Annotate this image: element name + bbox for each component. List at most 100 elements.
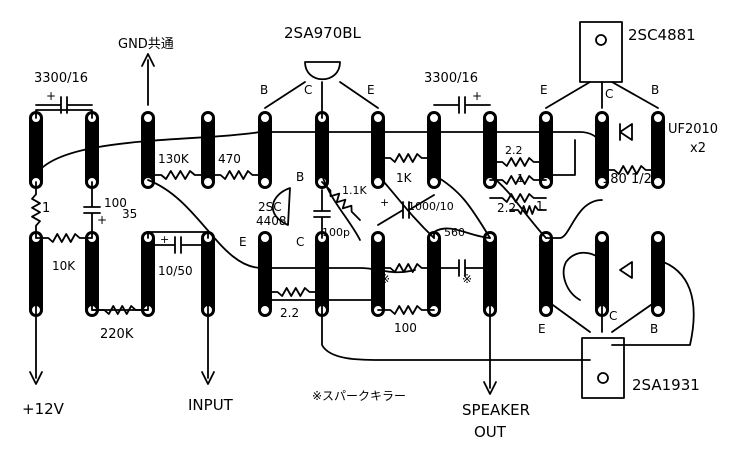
capacitor-3300-right	[433, 96, 491, 114]
terminal-strip	[85, 231, 99, 317]
terminal-hole	[596, 112, 608, 124]
terminal-hole	[372, 232, 384, 244]
terminal-strip	[29, 231, 43, 317]
speaker-label: SPEAKER	[462, 401, 530, 419]
wire	[433, 174, 491, 239]
gnd-arrow	[141, 53, 155, 67]
terminal-hole	[428, 176, 440, 188]
resistor-130k	[147, 170, 209, 180]
terminal-hole	[652, 176, 664, 188]
transistor-2sa1931-label: 2SA1931	[632, 376, 700, 394]
wire	[264, 295, 379, 301]
terminal-hole	[652, 232, 664, 244]
wire	[35, 131, 606, 176]
resistor-2-2-top	[489, 157, 547, 167]
pin-e-label: E	[538, 322, 546, 336]
wire	[264, 81, 379, 119]
terminal-strip	[315, 231, 329, 317]
terminal-strip	[258, 231, 272, 317]
pin-e-label: E	[367, 83, 375, 97]
terminal-hole	[202, 176, 214, 188]
terminal-strip	[371, 111, 385, 189]
transistor-2sc4408-label: 2SC	[258, 200, 282, 214]
capacitor-3300-right-label: 3300/16	[424, 71, 478, 86]
terminal-strip	[201, 111, 215, 189]
terminal-strip	[258, 111, 272, 189]
resistor-2-2-mid	[489, 193, 547, 203]
capacitor-100-35	[83, 181, 101, 239]
resistor-100	[377, 305, 435, 315]
diode-uf2010-top	[619, 123, 633, 141]
capacitor-3300-left	[35, 96, 93, 114]
wire	[321, 299, 591, 361]
pin-c-label: C	[605, 87, 613, 101]
resistor-10k-label: 10K	[52, 259, 76, 273]
wire	[545, 299, 659, 333]
terminal-hole	[596, 232, 608, 244]
transistor-2sc4881-label: 2SC4881	[628, 26, 696, 44]
terminal-strip	[595, 231, 609, 317]
wire	[321, 174, 361, 241]
pin-b-label: B	[650, 322, 658, 336]
pin-b-label: B	[296, 170, 304, 184]
resistor-220k-label: 220K	[100, 327, 134, 342]
terminal-strip	[539, 231, 553, 317]
transistor-2sa1931-body	[581, 337, 625, 399]
resistor-1-top-label: 1	[517, 172, 524, 185]
resistor-1k	[377, 153, 435, 163]
resistor-1-mid	[509, 205, 547, 215]
plus-mark-c1000: +	[380, 196, 389, 209]
transistor-2sc4408-body	[271, 187, 291, 226]
wire-group	[35, 59, 695, 389]
terminal-strip	[427, 111, 441, 189]
terminal-hole	[596, 176, 608, 188]
terminal-strip	[651, 231, 665, 317]
resistor-2-2-mid-label: 2.2	[497, 201, 516, 215]
resistor-560	[377, 263, 435, 273]
wire	[35, 109, 93, 119]
terminal-strip	[483, 231, 497, 317]
resistor-100-label: 100	[394, 321, 417, 335]
terminal-hole	[540, 176, 552, 188]
terminal-hole	[540, 112, 552, 124]
resistor-2-2-bottom	[264, 287, 323, 297]
supply-arrow	[29, 371, 43, 385]
terminal-hole	[372, 112, 384, 124]
terminal-hole	[428, 112, 440, 124]
terminal-strip	[141, 231, 155, 317]
terminal-hole	[142, 112, 154, 124]
resistor-1-left-label: 1	[42, 201, 50, 216]
spark-killer-mark-a: ※	[380, 272, 390, 286]
capacitor-1000-10-label: 1000/10	[408, 200, 454, 213]
diode-count-label: x2	[690, 141, 706, 156]
capacitor-spark-killer	[433, 259, 491, 277]
speaker-out-arrow	[483, 381, 497, 395]
component-group	[29, 21, 659, 399]
plus-mark-mid: +	[97, 213, 107, 227]
pin-e-label: E	[239, 235, 247, 249]
terminal-hole	[259, 112, 271, 124]
wire	[147, 179, 416, 274]
diode-uf2010-label: UF2010	[668, 122, 718, 137]
wire	[545, 199, 603, 239]
wire	[545, 81, 659, 109]
resistor-1-left	[31, 181, 41, 239]
resistor-1-mid-label: 1	[536, 199, 544, 213]
transistor-2sa970-label: 2SA970BL	[284, 24, 362, 42]
terminal-hole	[484, 112, 496, 124]
wire	[611, 259, 695, 346]
resistor-560-label: 560	[444, 226, 465, 239]
capacitor-100-35-label-a: 100	[104, 196, 127, 210]
terminal-strip	[141, 111, 155, 189]
terminal-strip	[85, 111, 99, 189]
pin-c-label: C	[296, 235, 304, 249]
resistor-470	[207, 170, 266, 180]
resistor-180-label: 180 1/2	[602, 172, 652, 187]
resistor-470-label: 470	[218, 152, 241, 166]
pin-c-label: C	[609, 309, 617, 323]
transistor-2sc4881-hole	[595, 34, 607, 46]
terminal-hole	[259, 232, 271, 244]
capacitor-100p-label: 100p	[322, 226, 350, 239]
resistor-180	[601, 165, 659, 175]
